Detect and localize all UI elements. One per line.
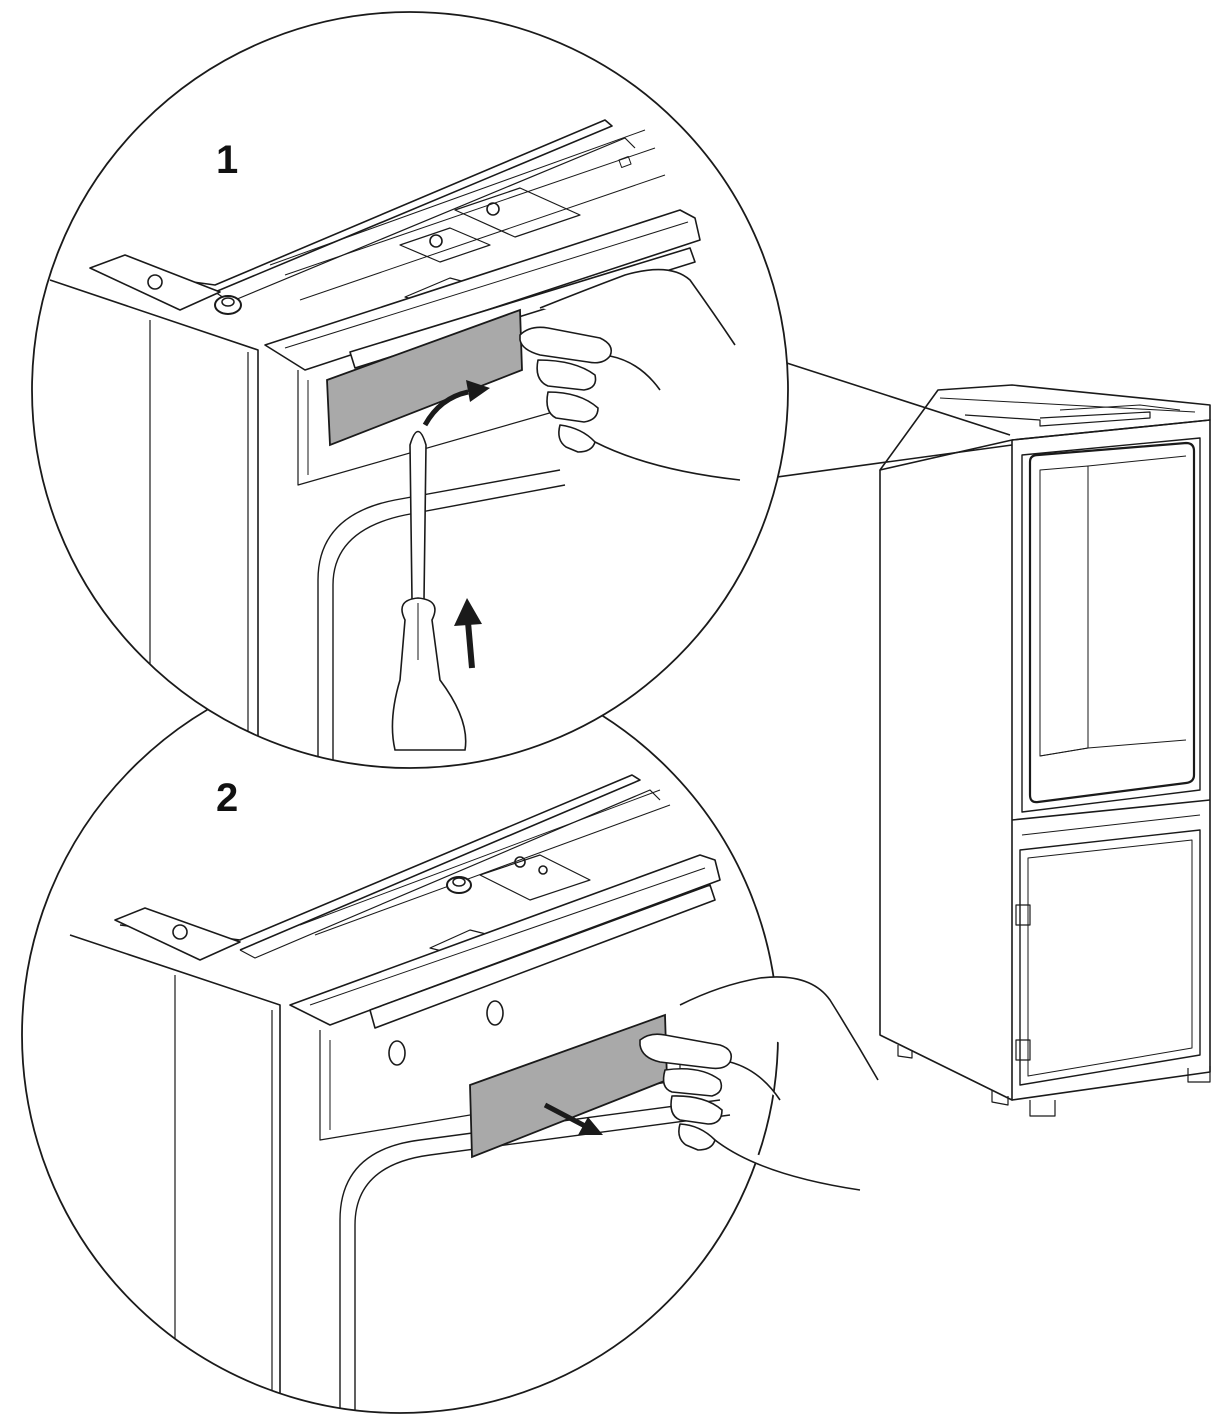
step-2-detail [21,656,879,1414]
magnifier-callout-lines [754,355,1013,481]
step-2-label: 2 [216,776,239,820]
step-1-label: 1 [216,138,239,182]
cover-panel [326,308,523,447]
arrow-out-icon [543,1102,603,1135]
up-arrow-icon [454,598,482,669]
hand-icon [519,268,741,481]
nut [214,295,242,315]
nut [446,876,472,894]
fridge-appliance [879,384,1211,1117]
step-1-detail [31,11,789,769]
curved-arrow-icon [422,380,490,427]
screwdriver-icon [391,430,467,751]
hand-icon [639,976,879,1191]
